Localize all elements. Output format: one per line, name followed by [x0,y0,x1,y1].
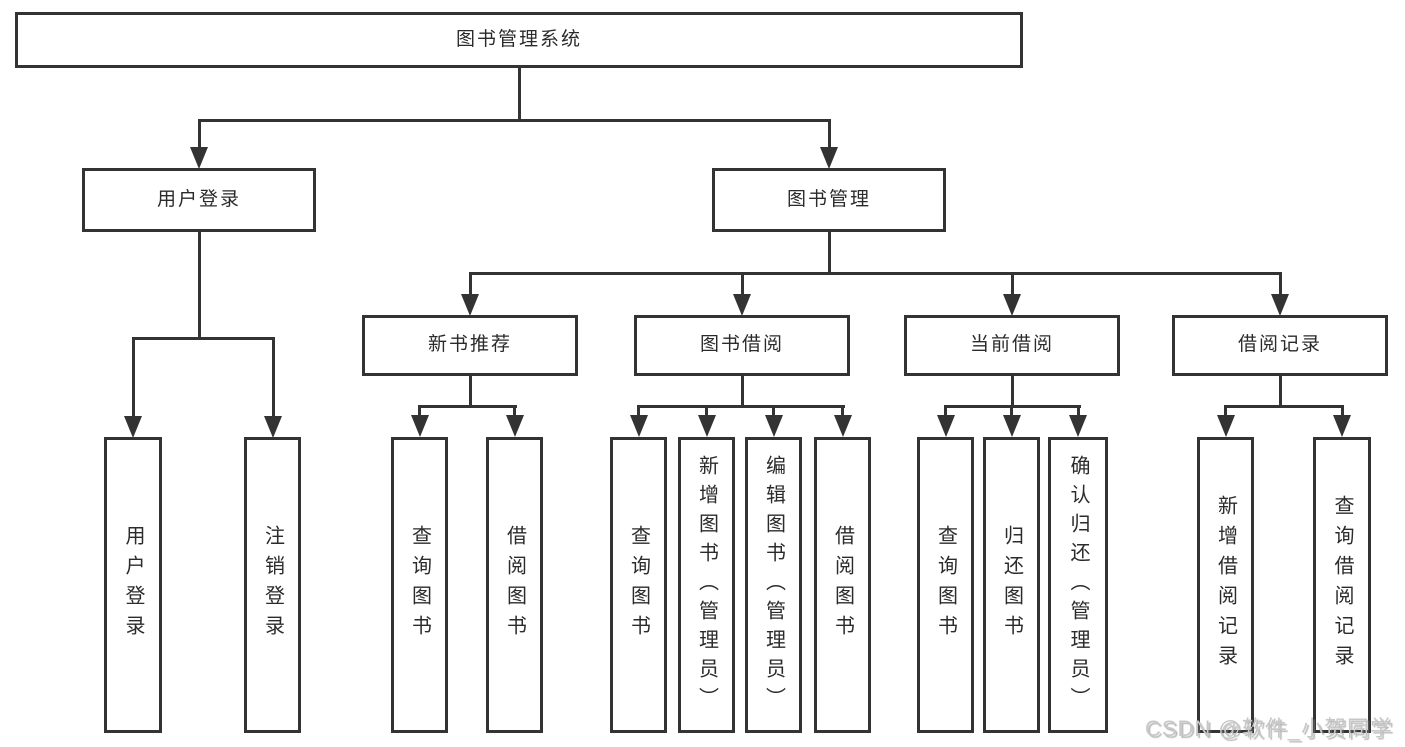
node-book-management: 图书管理 [712,168,946,232]
connector-drop-leaf-logout [272,337,275,417]
connector-drop [513,405,516,419]
arrow-down-icon [264,416,282,438]
connector-drop [1224,405,1227,419]
leaf-borrow-books-borrow: 借阅图书 [814,437,871,733]
connector-drop [637,405,640,419]
arrow-down-icon [124,416,142,438]
connector-root-vertical [518,68,521,120]
connector-borrow-horizontal [637,405,845,408]
connector-level3-horizontal [469,272,1281,275]
leaf-add-borrow-record: 新增借阅记录 [1197,437,1254,733]
connector-recommend-horizontal [418,405,517,408]
arrow-down-icon [1217,415,1235,437]
connector-records-horizontal [1224,405,1344,408]
arrow-down-icon [1003,294,1021,316]
connector-drop-current [1011,272,1014,296]
leaf-borrow-books-recommend: 借阅图书 [486,437,543,733]
arrow-down-icon [1069,415,1087,437]
connector-recommend-vertical [469,374,472,408]
connector-records-vertical [1279,374,1282,408]
csdn-watermark: CSDN @软件_小贺同学 [1144,716,1393,741]
connector-borrow-vertical [741,374,744,408]
arrow-down-icon [765,415,783,437]
arrow-down-icon [630,415,648,437]
leaf-query-borrow-record: 查询借阅记录 [1313,437,1371,733]
leaf-add-books-admin: 新增图书（管理员） [678,437,735,733]
connector-login-horizontal [132,337,275,340]
arrow-down-icon [1271,294,1289,316]
arrow-down-icon [937,415,955,437]
arrow-down-icon [834,415,852,437]
connector-drop [705,405,708,419]
leaf-return-books: 归还图书 [983,437,1040,733]
connector-drop-records [1279,272,1282,296]
leaf-query-books-recommend: 查询图书 [391,437,448,733]
arrow-down-icon [820,147,838,169]
leaf-edit-books-admin: 编辑图书（管理员） [745,437,802,733]
connector-drop [944,405,947,419]
node-root: 图书管理系统 [15,12,1023,68]
node-user-login: 用户登录 [82,168,316,232]
leaf-query-books-current: 查询图书 [917,437,974,733]
node-new-book-recommend: 新书推荐 [362,315,578,376]
arrow-down-icon [733,294,751,316]
node-current-borrow: 当前借阅 [904,315,1120,376]
connector-drop [772,405,775,419]
connector-drop [1010,405,1013,419]
arrow-down-icon [190,147,208,169]
connector-drop-user-login [198,119,201,149]
connector-management-vertical [828,232,831,275]
node-book-borrow: 图书借阅 [634,315,850,376]
connector-drop [1077,405,1080,419]
leaf-logout: 注销登录 [244,437,301,733]
leaf-user-login: 用户登录 [104,437,162,733]
connector-drop-book-management [828,119,831,149]
connector-drop [841,405,844,419]
connector-drop [1341,405,1344,419]
arrow-down-icon [461,294,479,316]
connector-drop-leaf-login [132,337,135,417]
connector-drop [418,405,421,419]
arrow-down-icon [506,415,524,437]
leaf-query-books-borrow: 查询图书 [610,437,667,733]
arrow-down-icon [1333,415,1351,437]
connector-login-vertical [198,232,201,340]
arrow-down-icon [411,415,429,437]
arrow-down-icon [698,415,716,437]
connector-current-vertical [1011,374,1014,408]
leaf-confirm-return-admin: 确认归还（管理员） [1048,437,1108,733]
arrow-down-icon [1003,415,1021,437]
connector-level1-horizontal [198,119,831,122]
connector-drop-recommend [469,272,472,296]
node-borrow-records: 借阅记录 [1172,315,1388,376]
connector-drop-borrow [741,272,744,296]
